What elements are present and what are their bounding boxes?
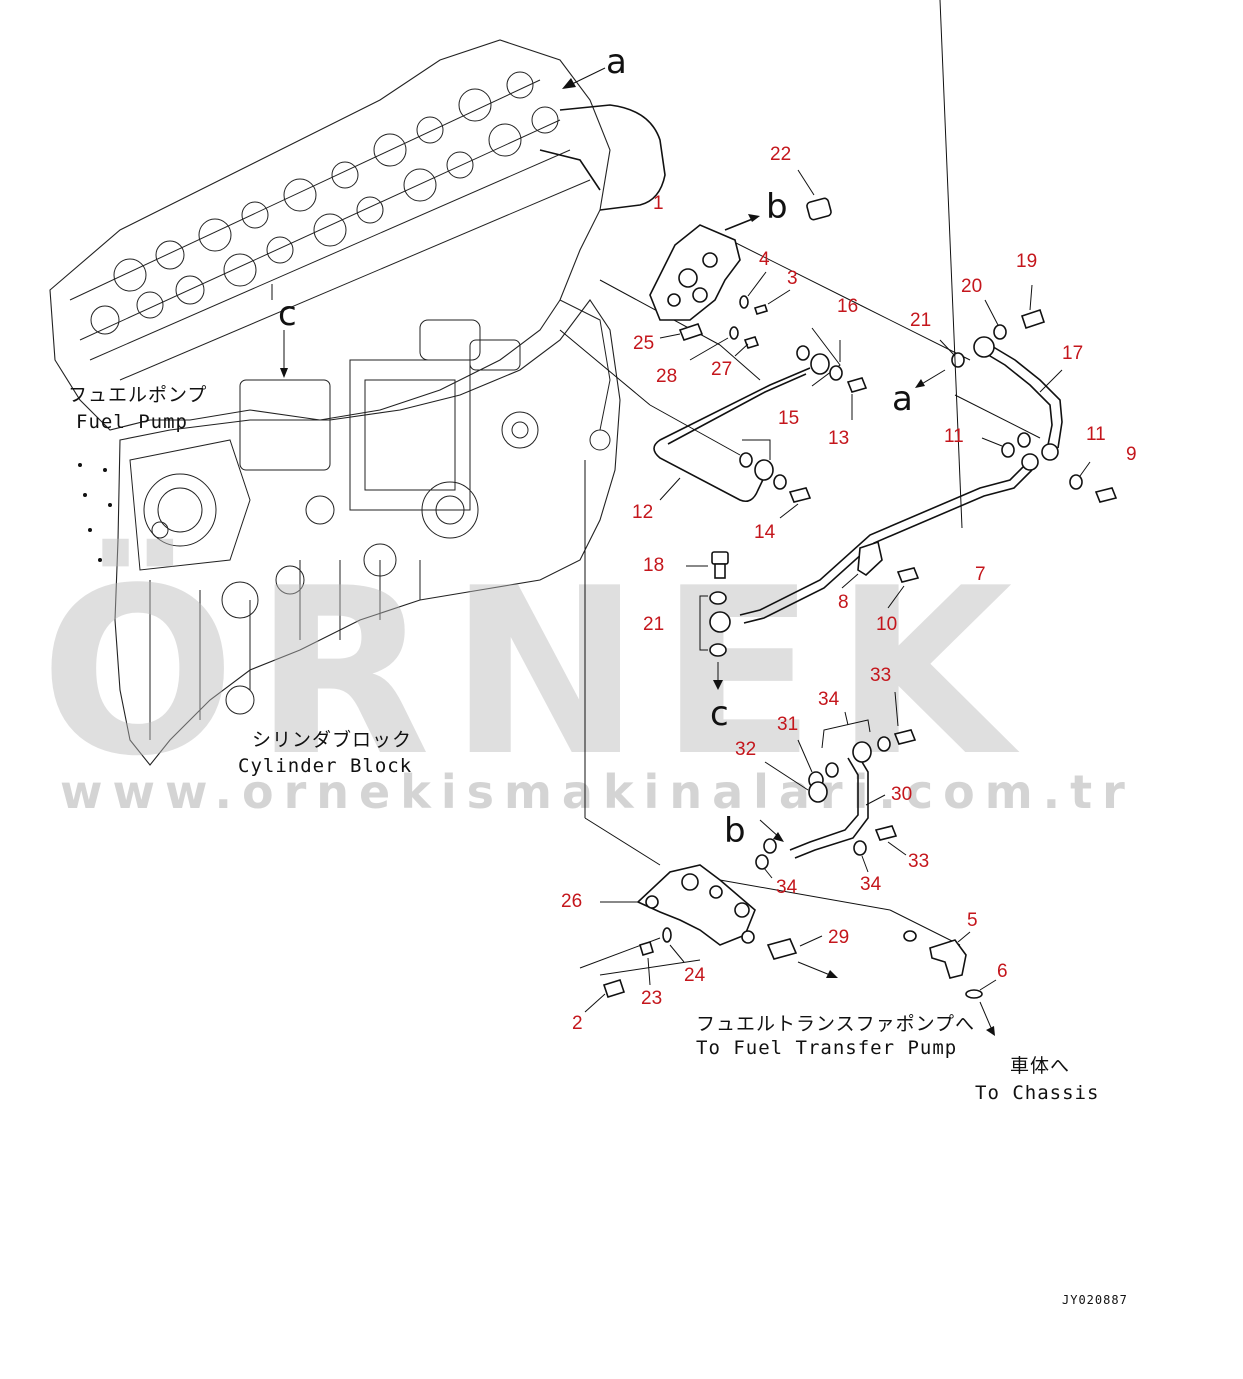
callout-11b: 11 xyxy=(1086,424,1106,445)
parts-2-23-24 xyxy=(584,927,685,1013)
bolt-18 xyxy=(686,551,729,579)
callout-14: 14 xyxy=(754,522,776,543)
callout-8: 8 xyxy=(838,592,849,613)
label-cylinder-block-en: Cylinder Block xyxy=(238,755,412,777)
callout-20: 20 xyxy=(961,276,982,297)
callout-7: 7 xyxy=(975,564,986,585)
callout-12: 12 xyxy=(632,502,653,523)
fitting-29 xyxy=(741,930,838,978)
callout-21b: 21 xyxy=(643,614,664,635)
callout-22: 22 xyxy=(770,144,791,165)
callout-4: 4 xyxy=(759,249,770,270)
ref-b-lower: b xyxy=(724,811,746,851)
fuel-pipe-30b xyxy=(794,751,869,859)
callout-11a: 11 xyxy=(944,426,964,447)
callout-25: 25 xyxy=(633,333,654,354)
label-transfer-pump-en: To Fuel Transfer Pump xyxy=(696,1037,957,1059)
label-cylinder-block-jp: シリンダブロック xyxy=(252,728,412,751)
washer-group-21 xyxy=(699,591,731,690)
callout-24: 24 xyxy=(684,965,706,986)
callout-3: 3 xyxy=(787,268,798,289)
callout-29: 29 xyxy=(828,927,849,948)
bolt-10 xyxy=(887,567,920,609)
washer-group-16 xyxy=(796,327,843,387)
callout-32: 32 xyxy=(735,739,756,760)
filter-head-block xyxy=(649,214,760,321)
label-fuel-pump-en: Fuel Pump xyxy=(76,411,188,433)
callout-9: 9 xyxy=(1126,444,1137,465)
callout-21a: 21 xyxy=(910,310,931,331)
callout-33b: 33 xyxy=(908,851,929,872)
bolt-9 xyxy=(1094,487,1118,503)
callout-1: 1 xyxy=(653,193,664,214)
callout-5: 5 xyxy=(967,910,978,931)
bolt-3-oring-4 xyxy=(739,271,791,315)
callout-18: 18 xyxy=(643,555,664,576)
callout-28: 28 xyxy=(656,366,677,387)
part-number-callouts: 1 2 3 4 5 6 7 8 9 10 11 11 12 13 14 15 1… xyxy=(561,144,1137,1034)
bolt-14 xyxy=(779,487,812,519)
ref-c-lower: c xyxy=(710,694,729,734)
callout-13: 13 xyxy=(828,428,849,449)
callout-34a: 34 xyxy=(818,689,840,710)
callout-34c: 34 xyxy=(860,874,882,895)
fuel-pipe-17 xyxy=(979,349,1053,446)
callout-16: 16 xyxy=(837,296,858,317)
bolt-19-ring-20-21 xyxy=(939,284,1046,368)
banjo-bolt-13 xyxy=(846,377,868,420)
fuel-pipe-12 xyxy=(653,367,811,503)
callout-26: 26 xyxy=(561,891,582,912)
callout-19: 19 xyxy=(1016,251,1037,272)
label-fuel-pump-jp: フュエルポンプ xyxy=(68,384,207,406)
washers-34-bottom xyxy=(755,825,907,879)
fitting-31-ring-32 xyxy=(764,739,828,803)
washer-group-34-top xyxy=(821,711,891,778)
elbow-5-ring-6 xyxy=(903,930,997,1036)
label-chassis-en: To Chassis xyxy=(975,1082,1099,1104)
callout-17: 17 xyxy=(1062,343,1083,364)
callout-23: 23 xyxy=(641,988,662,1009)
fuel-pipe-7 xyxy=(739,461,1029,616)
label-transfer-pump-jp: フュエルトランスファポンプへ xyxy=(696,1013,975,1035)
fuel-pipe-12b xyxy=(667,373,807,445)
bracket-26 xyxy=(600,864,756,946)
ref-b-top: b xyxy=(766,187,788,227)
callout-30: 30 xyxy=(891,784,912,805)
callout-27: 27 xyxy=(711,359,732,380)
fuel-pipe-17b xyxy=(989,344,1063,449)
callout-2: 2 xyxy=(572,1013,583,1034)
drawing-code: JY020887 xyxy=(1062,1293,1128,1307)
fittings-25-27-28 xyxy=(659,323,760,361)
callout-33a: 33 xyxy=(870,665,891,686)
ref-a-top: a xyxy=(606,42,627,82)
plug-22 xyxy=(797,169,832,221)
callout-34b: 34 xyxy=(776,877,798,898)
label-chassis-jp: 車体へ xyxy=(1010,1055,1070,1077)
fuel-pipe-30 xyxy=(789,757,859,851)
callout-6: 6 xyxy=(997,961,1008,982)
callout-10: 10 xyxy=(876,614,897,635)
engine-cylinder-block-drawing xyxy=(49,39,666,766)
callout-31: 31 xyxy=(777,714,798,735)
callout-15: 15 xyxy=(778,408,799,429)
bolt-33-top xyxy=(893,691,917,745)
washers-11 xyxy=(981,432,1091,490)
washer-group-15 xyxy=(739,439,787,490)
ref-c-engine: c xyxy=(278,294,297,334)
ref-a-right: a xyxy=(892,379,913,419)
clip-8 xyxy=(841,540,883,589)
watermark-url: www.ornekismakinalari.com.tr xyxy=(60,765,1135,819)
